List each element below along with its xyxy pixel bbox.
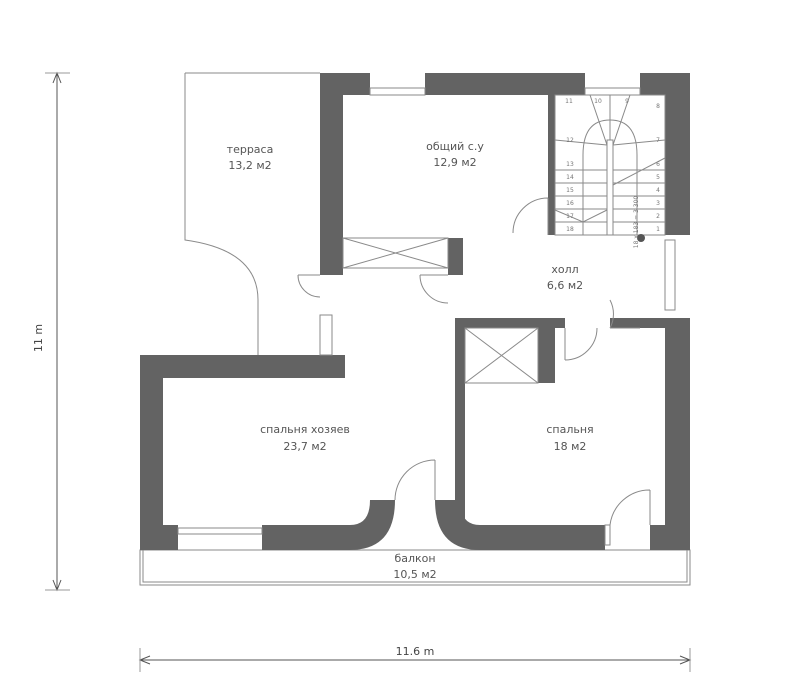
stair-step-number: 3 <box>656 200 660 207</box>
stair-step-number: 7 <box>656 137 660 144</box>
balcony-inner-line <box>142 549 688 583</box>
windows <box>177 87 676 535</box>
stair-step-number: 12 <box>566 137 574 144</box>
room-bedroom-area: 18 м2 <box>554 440 587 453</box>
room-balcony-name: балкон <box>394 552 435 565</box>
width-label: 11.6 m <box>396 645 435 658</box>
stair-step-number: 2 <box>656 213 660 220</box>
stair-step-number: 13 <box>566 161 574 168</box>
room-balcony-area: 10,5 м2 <box>393 568 436 581</box>
stair-step-number: 5 <box>656 174 660 181</box>
stair-step-number: 4 <box>656 187 660 194</box>
room-master-bedroom-area: 23,7 м2 <box>283 440 326 453</box>
stair-step-number: 9 <box>625 98 629 105</box>
room-master-bedroom-name: спальня хозяев <box>260 423 350 436</box>
walls <box>140 73 690 550</box>
stair-step-number: 1 <box>656 226 660 233</box>
stair-step-number: 16 <box>566 200 574 207</box>
stair-step-number: 11 <box>565 98 573 105</box>
stair-step-number: 17 <box>566 213 574 220</box>
stair-step-number: 6 <box>656 161 660 168</box>
shafts <box>342 237 539 384</box>
room-terrace-area: 13,2 м2 <box>228 159 271 172</box>
width-dimension: 11.6 m <box>138 645 692 672</box>
stair-formula: 18 x 183 = 3 300 <box>633 196 640 249</box>
stair-step-number: 14 <box>566 174 574 181</box>
stair-step-number: 15 <box>566 187 574 194</box>
room-bathroom-area: 12,9 м2 <box>433 156 476 169</box>
room-hall-name: холл <box>551 263 578 276</box>
room-labels: терраса 13,2 м2 общий с.у 12,9 м2 холл 6… <box>227 140 594 581</box>
room-bathroom-name: общий с.у <box>426 140 484 153</box>
height-label: 11 m <box>32 324 45 352</box>
stair-step-number: 8 <box>656 103 660 110</box>
stair-step-number: 18 <box>566 226 574 233</box>
room-bedroom-name: спальня <box>546 423 593 436</box>
room-hall-area: 6,6 м2 <box>547 279 583 292</box>
stair-step-number: 10 <box>594 98 602 105</box>
doors <box>297 197 651 546</box>
terrace-outline <box>184 72 320 355</box>
height-dimension: 11 m <box>32 71 70 592</box>
room-terrace-name: терраса <box>227 143 274 156</box>
